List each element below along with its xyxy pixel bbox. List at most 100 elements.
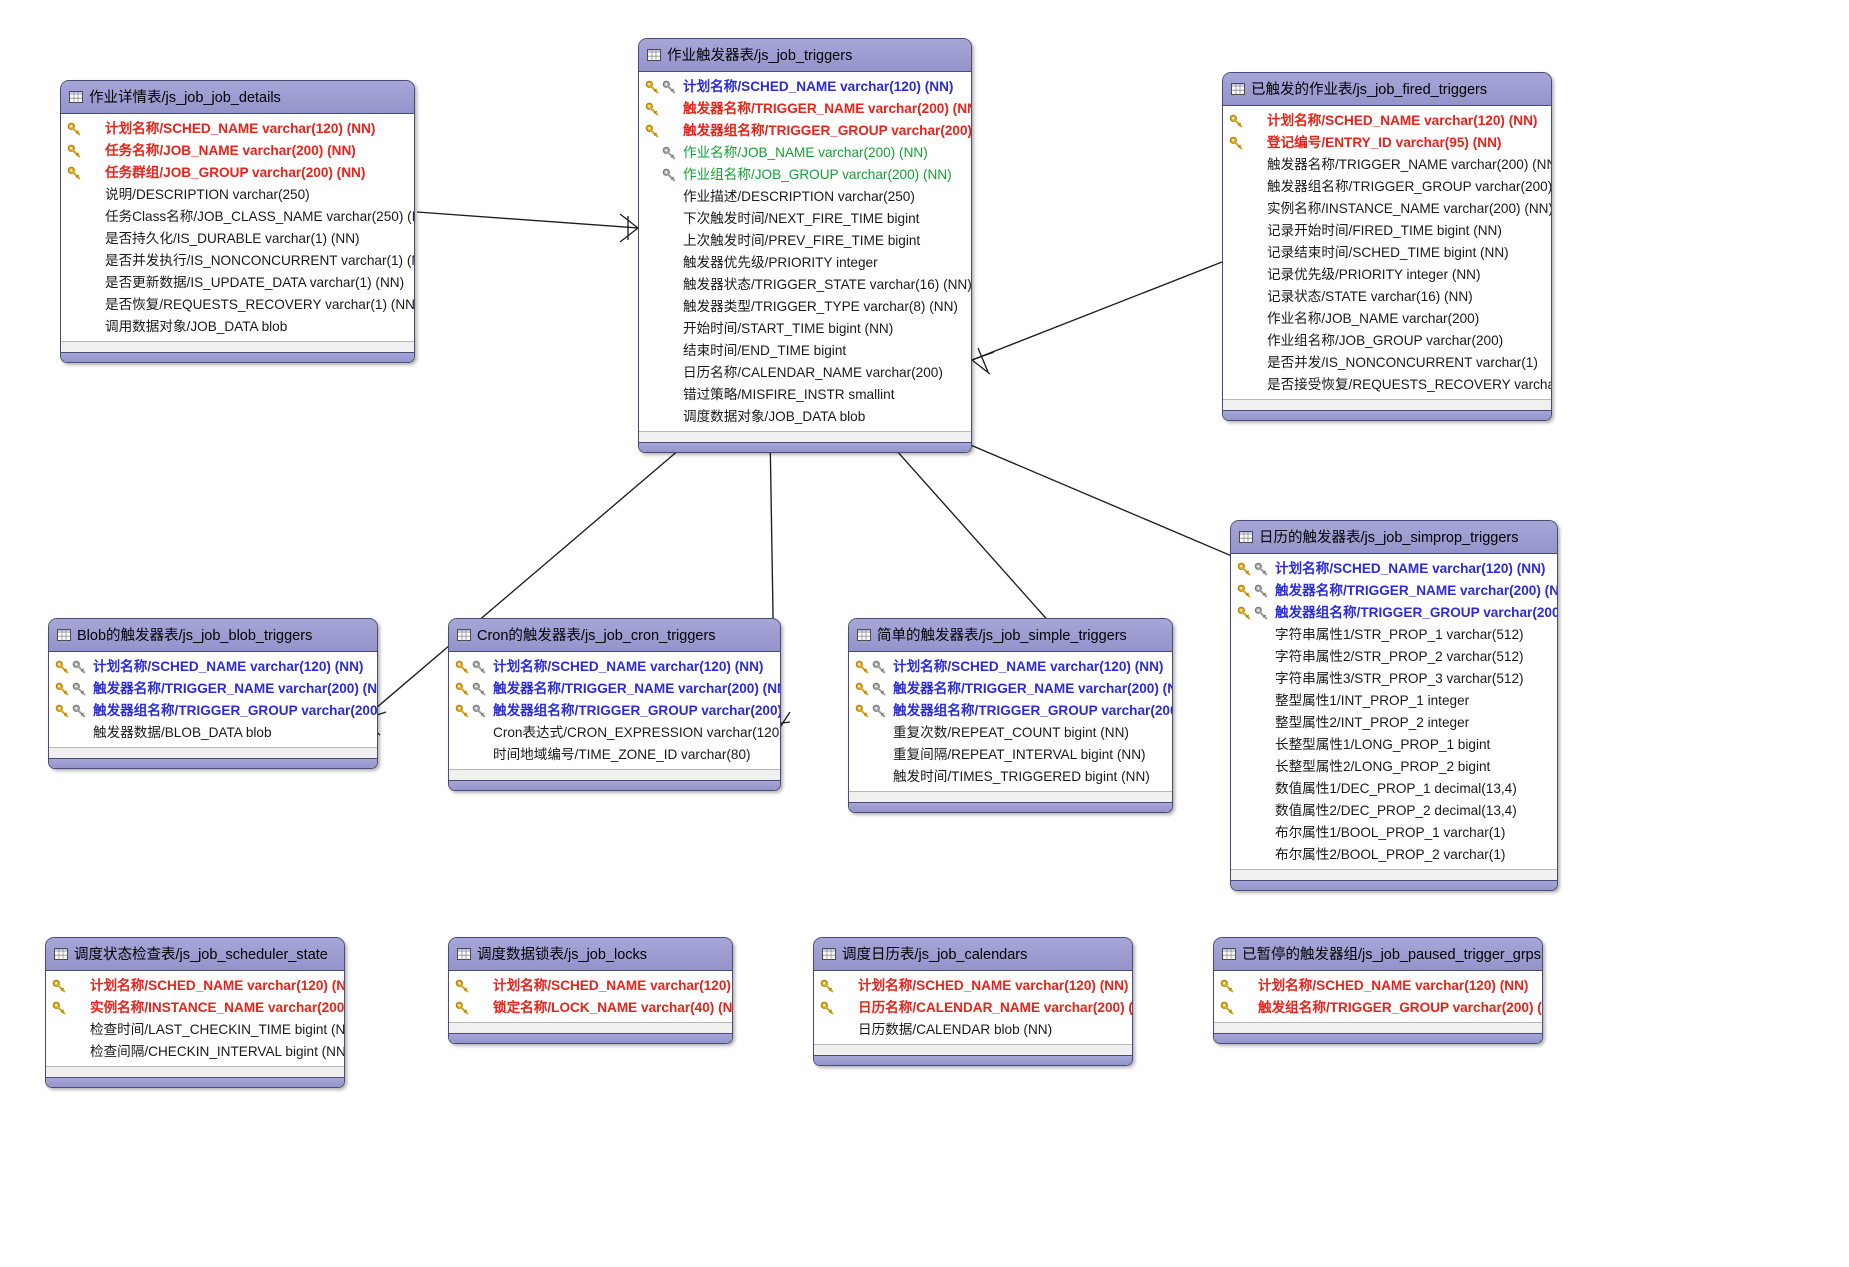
entity-title-job_blob_triggers[interactable]: Blob的触发器表/js_job_blob_triggers — [49, 619, 377, 652]
attribute-row[interactable]: 触发器组名称/TRIGGER_GROUP varchar(200) (NN) — [849, 700, 1172, 722]
attribute-row[interactable]: 长整型属性1/LONG_PROP_1 bigint — [1231, 734, 1557, 756]
attribute-row[interactable]: 日历数据/CALENDAR blob (NN) — [814, 1019, 1132, 1041]
attribute-row[interactable]: 计划名称/SCHED_NAME varchar(120) (NN) — [49, 656, 377, 678]
entity-job_fired_triggers[interactable]: 已触发的作业表/js_job_fired_triggers 计划名称/SCHED_… — [1222, 72, 1552, 421]
attribute-row[interactable]: 检查间隔/CHECKIN_INTERVAL bigint (NN) — [46, 1041, 344, 1063]
entity-title-job_simprop_triggers[interactable]: 日历的触发器表/js_job_simprop_triggers — [1231, 521, 1557, 554]
entity-title-job_scheduler_state[interactable]: 调度状态检查表/js_job_scheduler_state — [46, 938, 344, 971]
attribute-row[interactable]: 作业描述/DESCRIPTION varchar(250) — [639, 186, 971, 208]
attribute-row[interactable]: 触发器组名称/TRIGGER_GROUP varchar(200) (NN) — [49, 700, 377, 722]
entity-title-job_paused_trigger_grps[interactable]: 已暂停的触发器组/js_job_paused_trigger_grps — [1214, 938, 1542, 971]
attribute-row[interactable]: 错过策略/MISFIRE_INSTR smallint — [639, 384, 971, 406]
attribute-row[interactable]: 触发器类型/TRIGGER_TYPE varchar(8) (NN) — [639, 296, 971, 318]
attribute-row[interactable]: 是否接受恢复/REQUESTS_RECOVERY varchar(1) — [1223, 374, 1551, 396]
attribute-row[interactable]: 是否恢复/REQUESTS_RECOVERY varchar(1) (NN) — [61, 294, 414, 316]
attribute-row[interactable]: 计划名称/SCHED_NAME varchar(120) (NN) — [449, 656, 780, 678]
attribute-row[interactable]: 触发器组名称/TRIGGER_GROUP varchar(200) (NN) — [1223, 176, 1551, 198]
attribute-row[interactable]: 调度数据对象/JOB_DATA blob — [639, 406, 971, 428]
entity-title-job_triggers[interactable]: 作业触发器表/js_job_triggers — [639, 39, 971, 72]
attribute-row[interactable]: 作业名称/JOB_NAME varchar(200) (NN) — [639, 142, 971, 164]
attribute-row[interactable]: 计划名称/SCHED_NAME varchar(120) (NN) — [1214, 975, 1542, 997]
attribute-row[interactable]: 触发器组名称/TRIGGER_GROUP varchar(200) (NN) — [639, 120, 971, 142]
attribute-row[interactable]: 计划名称/SCHED_NAME varchar(120) (NN) — [814, 975, 1132, 997]
attribute-row[interactable]: Cron表达式/CRON_EXPRESSION varchar(120) (NN… — [449, 722, 780, 744]
attribute-row[interactable]: 触发时间/TIMES_TRIGGERED bigint (NN) — [849, 766, 1172, 788]
entity-title-job_calendars[interactable]: 调度日历表/js_job_calendars — [814, 938, 1132, 971]
attribute-row[interactable]: 数值属性2/DEC_PROP_2 decimal(13,4) — [1231, 800, 1557, 822]
attribute-row[interactable]: 整型属性1/INT_PROP_1 integer — [1231, 690, 1557, 712]
attribute-row[interactable]: 调用数据对象/JOB_DATA blob — [61, 316, 414, 338]
attribute-row[interactable]: 布尔属性1/BOOL_PROP_1 varchar(1) — [1231, 822, 1557, 844]
entity-job_simprop_triggers[interactable]: 日历的触发器表/js_job_simprop_triggers 计划名称/SCHE… — [1230, 520, 1558, 891]
attribute-row[interactable]: 实例名称/INSTANCE_NAME varchar(200) (NN) — [1223, 198, 1551, 220]
attribute-row[interactable]: 计划名称/SCHED_NAME varchar(120) (NN) — [1231, 558, 1557, 580]
entity-title-job_locks[interactable]: 调度数据锁表/js_job_locks — [449, 938, 732, 971]
attribute-row[interactable]: 记录开始时间/FIRED_TIME bigint (NN) — [1223, 220, 1551, 242]
attribute-row[interactable]: 计划名称/SCHED_NAME varchar(120) (NN) — [449, 975, 732, 997]
attribute-row[interactable]: 记录优先级/PRIORITY integer (NN) — [1223, 264, 1551, 286]
attribute-row[interactable]: 锁定名称/LOCK_NAME varchar(40) (NN) — [449, 997, 732, 1019]
attribute-row[interactable]: 计划名称/SCHED_NAME varchar(120) (NN) — [61, 118, 414, 140]
attribute-row[interactable]: 是否并发/IS_NONCONCURRENT varchar(1) — [1223, 352, 1551, 374]
attribute-row[interactable]: 日历名称/CALENDAR_NAME varchar(200) — [639, 362, 971, 384]
attribute-row[interactable]: 任务Class名称/JOB_CLASS_NAME varchar(250) (N… — [61, 206, 414, 228]
attribute-row[interactable]: 结束时间/END_TIME bigint — [639, 340, 971, 362]
attribute-row[interactable]: 上次触发时间/PREV_FIRE_TIME bigint — [639, 230, 971, 252]
attribute-row[interactable]: 日历名称/CALENDAR_NAME varchar(200) (NN) — [814, 997, 1132, 1019]
entity-title-job_simple_triggers[interactable]: 简单的触发器表/js_job_simple_triggers — [849, 619, 1172, 652]
entity-job_cron_triggers[interactable]: Cron的触发器表/js_job_cron_triggers 计划名称/SCHED… — [448, 618, 781, 791]
attribute-row[interactable]: 字符串属性2/STR_PROP_2 varchar(512) — [1231, 646, 1557, 668]
attribute-row[interactable]: 触发器名称/TRIGGER_NAME varchar(200) (NN) — [449, 678, 780, 700]
attribute-row[interactable]: 计划名称/SCHED_NAME varchar(120) (NN) — [639, 76, 971, 98]
attribute-row[interactable]: 触发器数据/BLOB_DATA blob — [49, 722, 377, 744]
attribute-row[interactable]: 触发器优先级/PRIORITY integer — [639, 252, 971, 274]
entity-job_calendars[interactable]: 调度日历表/js_job_calendars 计划名称/SCHED_NAME va… — [813, 937, 1133, 1066]
attribute-row[interactable]: 整型属性2/INT_PROP_2 integer — [1231, 712, 1557, 734]
attribute-row[interactable]: 任务名称/JOB_NAME varchar(200) (NN) — [61, 140, 414, 162]
entity-job_blob_triggers[interactable]: Blob的触发器表/js_job_blob_triggers 计划名称/SCHED… — [48, 618, 378, 769]
attribute-row[interactable]: 计划名称/SCHED_NAME varchar(120) (NN) — [46, 975, 344, 997]
attribute-row[interactable]: 说明/DESCRIPTION varchar(250) — [61, 184, 414, 206]
attribute-row[interactable]: 计划名称/SCHED_NAME varchar(120) (NN) — [1223, 110, 1551, 132]
attribute-row[interactable]: 重复次数/REPEAT_COUNT bigint (NN) — [849, 722, 1172, 744]
attribute-row[interactable]: 开始时间/START_TIME bigint (NN) — [639, 318, 971, 340]
attribute-row[interactable]: 触发器名称/TRIGGER_NAME varchar(200) (NN) — [849, 678, 1172, 700]
attribute-row[interactable]: 记录状态/STATE varchar(16) (NN) — [1223, 286, 1551, 308]
attribute-row[interactable]: 作业组名称/JOB_GROUP varchar(200) (NN) — [639, 164, 971, 186]
attribute-row[interactable]: 数值属性1/DEC_PROP_1 decimal(13,4) — [1231, 778, 1557, 800]
attribute-row[interactable]: 作业组名称/JOB_GROUP varchar(200) — [1223, 330, 1551, 352]
attribute-row[interactable]: 布尔属性2/BOOL_PROP_2 varchar(1) — [1231, 844, 1557, 866]
entity-job_triggers[interactable]: 作业触发器表/js_job_triggers 计划名称/SCHED_NAME va… — [638, 38, 972, 453]
entity-job_locks[interactable]: 调度数据锁表/js_job_locks 计划名称/SCHED_NAME varch… — [448, 937, 733, 1044]
attribute-row[interactable]: 记录结束时间/SCHED_TIME bigint (NN) — [1223, 242, 1551, 264]
attribute-row[interactable]: 触发器状态/TRIGGER_STATE varchar(16) (NN) — [639, 274, 971, 296]
attribute-row[interactable]: 登记编号/ENTRY_ID varchar(95) (NN) — [1223, 132, 1551, 154]
attribute-row[interactable]: 触发器名称/TRIGGER_NAME varchar(200) (NN) — [639, 98, 971, 120]
entity-job_paused_trigger_grps[interactable]: 已暂停的触发器组/js_job_paused_trigger_grps 计划名称/… — [1213, 937, 1543, 1044]
attribute-row[interactable]: 触发器名称/TRIGGER_NAME varchar(200) (NN) — [1223, 154, 1551, 176]
attribute-row[interactable]: 检查时间/LAST_CHECKIN_TIME bigint (NN) — [46, 1019, 344, 1041]
attribute-row[interactable]: 计划名称/SCHED_NAME varchar(120) (NN) — [849, 656, 1172, 678]
entity-job_simple_triggers[interactable]: 简单的触发器表/js_job_simple_triggers 计划名称/SCHED… — [848, 618, 1173, 813]
attribute-row[interactable]: 重复间隔/REPEAT_INTERVAL bigint (NN) — [849, 744, 1172, 766]
attribute-row[interactable]: 触发组名称/TRIGGER_GROUP varchar(200) (NN) — [1214, 997, 1542, 1019]
attribute-row[interactable]: 是否并发执行/IS_NONCONCURRENT varchar(1) (NN) — [61, 250, 414, 272]
attribute-row[interactable]: 任务群组/JOB_GROUP varchar(200) (NN) — [61, 162, 414, 184]
entity-job_scheduler_state[interactable]: 调度状态检查表/js_job_scheduler_state 计划名称/SCHED… — [45, 937, 345, 1088]
entity-title-job_job_details[interactable]: 作业详情表/js_job_job_details — [61, 81, 414, 114]
attribute-row[interactable]: 触发器组名称/TRIGGER_GROUP varchar(200) (NN) — [1231, 602, 1557, 624]
entity-title-job_fired_triggers[interactable]: 已触发的作业表/js_job_fired_triggers — [1223, 73, 1551, 106]
attribute-row[interactable]: 字符串属性1/STR_PROP_1 varchar(512) — [1231, 624, 1557, 646]
attribute-row[interactable]: 长整型属性2/LONG_PROP_2 bigint — [1231, 756, 1557, 778]
entity-job_job_details[interactable]: 作业详情表/js_job_job_details 计划名称/SCHED_NAME … — [60, 80, 415, 363]
attribute-row[interactable]: 是否更新数据/IS_UPDATE_DATA varchar(1) (NN) — [61, 272, 414, 294]
attribute-row[interactable]: 实例名称/INSTANCE_NAME varchar(200) (NN) — [46, 997, 344, 1019]
attribute-row[interactable]: 作业名称/JOB_NAME varchar(200) — [1223, 308, 1551, 330]
attribute-row[interactable]: 下次触发时间/NEXT_FIRE_TIME bigint — [639, 208, 971, 230]
entity-title-job_cron_triggers[interactable]: Cron的触发器表/js_job_cron_triggers — [449, 619, 780, 652]
attribute-row[interactable]: 触发器组名称/TRIGGER_GROUP varchar(200) (NN) — [449, 700, 780, 722]
attribute-row[interactable]: 触发器名称/TRIGGER_NAME varchar(200) (NN) — [49, 678, 377, 700]
attribute-row[interactable]: 时间地域编号/TIME_ZONE_ID varchar(80) — [449, 744, 780, 766]
attribute-row[interactable]: 触发器名称/TRIGGER_NAME varchar(200) (NN) — [1231, 580, 1557, 602]
attribute-row[interactable]: 是否持久化/IS_DURABLE varchar(1) (NN) — [61, 228, 414, 250]
